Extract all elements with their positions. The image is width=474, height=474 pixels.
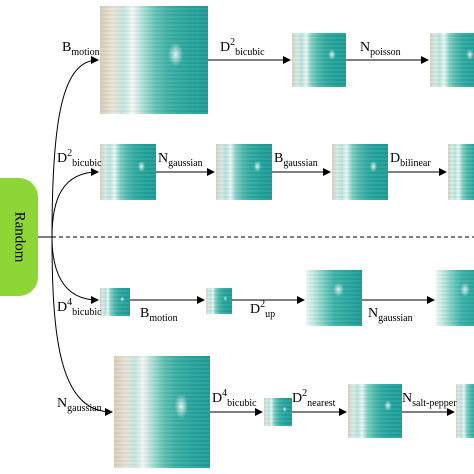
op-label-r4-2: D4bicubic	[212, 388, 257, 409]
op-label-r3-3: D2up	[250, 299, 276, 320]
op-label-r4-1: Ngaussian	[57, 396, 102, 414]
image-r1-input	[100, 6, 208, 114]
op-label-r3-2: Bmotion	[140, 306, 178, 324]
image-r3-step2	[306, 270, 362, 326]
image-r2-step3	[448, 144, 474, 200]
random-start-node: Random	[0, 178, 38, 296]
op-label-r3-1: D4bicubic	[57, 297, 102, 318]
op-label-r3-4: Ngaussian	[368, 306, 413, 324]
op-label-r2-4: Dbilinear	[390, 151, 431, 169]
branch-curve-row-3	[51, 236, 99, 304]
image-r4-input	[114, 356, 210, 468]
image-r3-step3	[436, 270, 474, 326]
image-r1-step2	[430, 33, 474, 87]
op-label-r4-3: D2nearest	[292, 388, 336, 409]
op-label-r1-3: Npoisson	[360, 40, 401, 58]
image-r3-input	[100, 288, 130, 316]
branch-curve-row-1	[51, 56, 99, 238]
op-label-r2-2: Ngaussian	[158, 151, 203, 169]
op-label-r2-1: D2bicubic	[57, 148, 102, 169]
image-r4-step3	[456, 384, 474, 438]
image-r2-step2	[332, 144, 388, 200]
branch-curve-row-2	[51, 168, 99, 238]
op-label-r1-1: Bmotion	[62, 40, 100, 58]
image-r4-step1	[264, 398, 292, 426]
branch-curve-row-4	[51, 236, 113, 416]
image-r2-input	[100, 144, 156, 200]
image-r3-step1	[206, 288, 232, 314]
op-label-r4-4: Nsalt-pepper	[402, 391, 457, 409]
image-r4-step2	[348, 384, 402, 438]
op-label-r2-3: Bgaussian	[274, 151, 318, 169]
op-label-r1-2: D2bicubic	[220, 37, 265, 58]
random-label: Random	[11, 211, 28, 263]
image-r1-step1	[292, 33, 346, 87]
image-r2-step1	[216, 144, 272, 200]
